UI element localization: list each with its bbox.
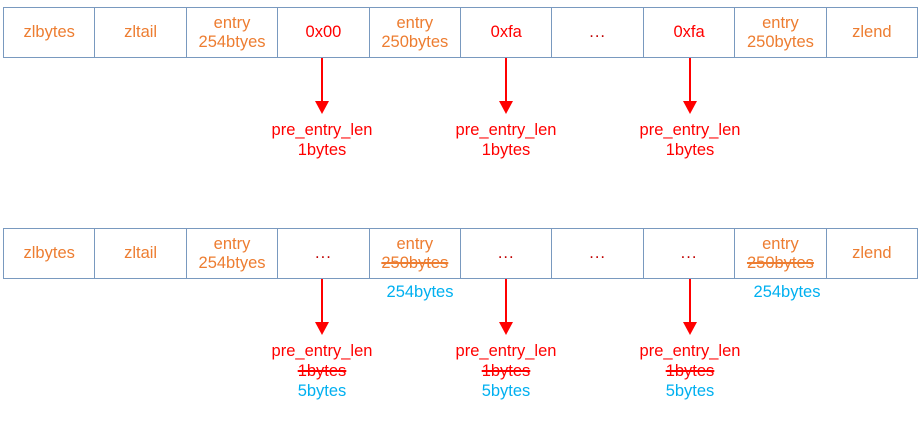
cell-label: entry	[762, 235, 799, 254]
arrow-shaft	[505, 58, 507, 101]
cell-label: zlend	[852, 23, 892, 42]
cell-label: 0x00	[305, 23, 342, 42]
arrow-shaft	[689, 58, 691, 101]
ziplist-cell-zltail: zltail	[95, 8, 187, 57]
cell-label: zlend	[852, 244, 892, 263]
callout-title: pre_entry_len	[639, 342, 741, 360]
ziplist-table-after: zlbytes zltail entry 254btyes ... entry …	[3, 228, 918, 279]
cell-size: 250bytes	[381, 32, 449, 51]
callout-arrow-down-icon	[315, 58, 329, 114]
ziplist-cell-entry-254: entry 254btyes	[187, 8, 279, 57]
cell-label: zltail	[124, 244, 158, 263]
callout-old-size: 1bytes	[481, 362, 531, 381]
ziplist-cell-ellipsis-d: ...	[644, 229, 736, 278]
ellipsis-icon: ...	[589, 244, 607, 263]
callout-arrow-down-icon	[499, 58, 513, 114]
ziplist-cell-prevlen-0x00: 0x00	[278, 8, 370, 57]
arrow-head	[683, 101, 697, 114]
ellipsis-icon: ...	[589, 23, 607, 42]
callout-pre-entry-len: pre_entry_len 1bytes 5bytes	[595, 341, 785, 401]
entry-size-correction: 254bytes	[386, 283, 454, 301]
arrow-shaft	[505, 279, 507, 322]
callout-old-size: 1bytes	[297, 362, 347, 381]
callout-arrow-down-icon	[683, 279, 697, 335]
arrow-head	[499, 101, 513, 114]
ziplist-cell-zltail: zltail	[95, 229, 187, 278]
arrow-head	[499, 322, 513, 335]
callout-new-size: 5bytes	[297, 382, 347, 401]
callout-arrow-down-icon	[499, 279, 513, 335]
ziplist-cell-zlbytes: zlbytes	[4, 229, 96, 278]
ziplist-cell-entry-254: entry 254btyes	[187, 229, 279, 278]
cell-size: 254btyes	[198, 32, 266, 51]
ellipsis-icon: ...	[680, 244, 698, 263]
callout-size: 1bytes	[665, 141, 715, 160]
arrow-head	[683, 322, 697, 335]
cell-label: entry	[396, 14, 434, 33]
callout-arrow-down-icon	[315, 279, 329, 335]
arrow-head	[315, 101, 329, 114]
callout-new-size: 5bytes	[481, 382, 531, 401]
ziplist-cell-ellipsis-a: ...	[552, 8, 644, 57]
ziplist-cell-ellipsis-a: ...	[278, 229, 370, 278]
cell-label: entry	[213, 235, 251, 254]
callout-title: pre_entry_len	[271, 342, 373, 360]
cell-label: zltail	[124, 23, 158, 42]
callout-arrow-down-icon	[683, 58, 697, 114]
entry-size-correction: 254bytes	[753, 283, 821, 301]
ziplist-cell-prevlen-0xfa-b: 0xfa	[644, 8, 736, 57]
ziplist-cell-ellipsis-c: ...	[552, 229, 644, 278]
ziplist-cell-prevlen-0xfa-a: 0xfa	[461, 8, 553, 57]
cell-label: entry	[762, 14, 799, 33]
callout-title: pre_entry_len	[455, 342, 557, 360]
cell-label: zlbytes	[23, 244, 75, 263]
cell-label: zlbytes	[23, 23, 75, 42]
cell-label: entry	[396, 235, 434, 254]
callout-new-size: 5bytes	[665, 382, 715, 401]
ziplist-cell-ellipsis-b: ...	[461, 229, 553, 278]
cell-label: entry	[213, 14, 251, 33]
ziplist-cell-zlend: zlend	[827, 229, 917, 278]
callout-pre-entry-len: pre_entry_len 1bytes 5bytes	[411, 341, 601, 401]
arrow-shaft	[321, 58, 323, 101]
callout-size: 1bytes	[297, 141, 347, 160]
callout-title: pre_entry_len	[455, 121, 557, 139]
ziplist-cell-entry-250-b: entry 250bytes	[735, 229, 827, 278]
ziplist-cell-entry-250-a: entry 250bytes	[370, 8, 462, 57]
callout-pre-entry-len: pre_entry_len 1bytes 5bytes	[227, 341, 417, 401]
ziplist-cell-entry-250-a: entry 250bytes	[370, 229, 462, 278]
cell-label: 0xfa	[490, 23, 522, 42]
cell-size: 250bytes	[746, 32, 814, 51]
ellipsis-icon: ...	[497, 244, 515, 263]
ziplist-cell-zlbytes: zlbytes	[4, 8, 96, 57]
arrow-shaft	[321, 279, 323, 322]
callout-pre-entry-len: pre_entry_len 1bytes	[595, 120, 785, 160]
ziplist-cell-entry-250-b: entry 250bytes	[735, 8, 827, 57]
callout-pre-entry-len: pre_entry_len 1bytes	[411, 120, 601, 160]
ziplist-cell-zlend: zlend	[827, 8, 917, 57]
callout-title: pre_entry_len	[271, 121, 373, 139]
cell-size-struck: 250bytes	[746, 253, 814, 272]
callout-size: 1bytes	[481, 141, 531, 160]
arrow-shaft	[689, 279, 691, 322]
cell-size-struck: 250bytes	[381, 253, 449, 272]
ellipsis-icon: ...	[315, 244, 332, 263]
callout-old-size: 1bytes	[665, 362, 715, 381]
arrow-head	[315, 322, 329, 335]
callout-title: pre_entry_len	[639, 121, 741, 139]
ziplist-table-before: zlbytes zltail entry 254btyes 0x00 entry…	[3, 7, 918, 58]
callout-pre-entry-len: pre_entry_len 1bytes	[227, 120, 417, 160]
cell-label: 0xfa	[673, 23, 705, 42]
cell-size: 254btyes	[198, 253, 266, 272]
